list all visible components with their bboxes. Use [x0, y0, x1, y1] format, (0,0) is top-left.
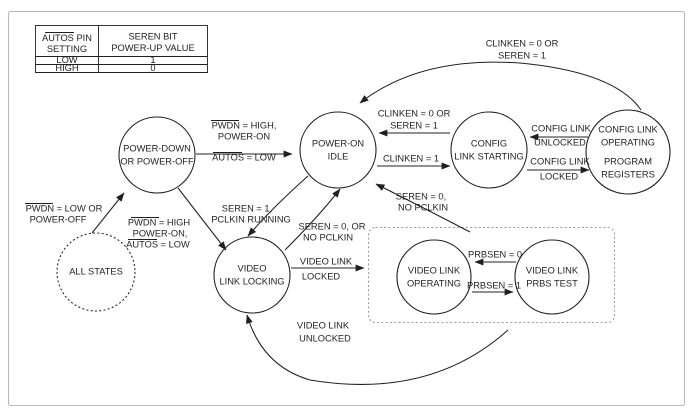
label-seren-pclkin-running: SEREN = 1, PCLKIN RUNNING — [211, 203, 291, 224]
label-clinken-top-line2: SEREN = 1 — [498, 50, 546, 60]
label-seren0-line2: NO PCLKIN — [398, 202, 448, 212]
node-all-states-label: ALL STATES — [69, 266, 123, 276]
label-config-link-unlocked: CONFIG LINK UNLOCKED — [531, 123, 591, 147]
label-clinken-mid: CLINKEN = 0 OR SEREN = 1 — [378, 108, 451, 130]
table-row-0-setting: LOW — [56, 55, 77, 65]
table-header-col2-line1: SEREN BIT — [128, 31, 177, 41]
node-video-link-prbs-line2: PRBS TEST — [526, 278, 578, 288]
node-config-link-operating-line1: CONFIG LINK — [598, 124, 658, 134]
node-video-link-locking-line1: VIDEO — [238, 263, 267, 273]
label-seren1-line1: SEREN = 1, — [222, 203, 272, 213]
node-video-link-operating-line1: VIDEO LINK — [408, 265, 461, 275]
label-pwdn-high-line2: POWER-ON — [218, 131, 270, 141]
node-config-link-starting-line1: CONFIG — [471, 138, 507, 148]
label-video-link-locked: VIDEO LINK LOCKED — [300, 256, 353, 281]
node-video-link-locking-line2: LINK LOCKING — [219, 276, 284, 286]
label-pwdn-low-line1: PWDN = LOW OR — [26, 203, 103, 213]
label-vlu-line1: VIDEO LINK — [297, 320, 350, 330]
label-config-link-locked: CONFIG LINK LOCKED — [530, 156, 590, 181]
node-video-link-prbs-line1: VIDEO LINK — [526, 265, 579, 275]
label-clinken-mid-line1: CLINKEN = 0 OR — [378, 108, 451, 118]
table-row-1-value: 0 — [150, 63, 155, 73]
label-pwdn-high2-line3: AUTOS = LOW — [126, 239, 190, 249]
label-clinken-top: CLINKEN = 0 OR SEREN = 1 — [486, 38, 559, 60]
edge-power-on-idle-to-video-link-locking — [247, 175, 309, 237]
label-pwdn-high2-line1: PWDN = HIGH — [128, 217, 190, 227]
node-config-link-operating-line5: REGISTERS — [601, 169, 655, 179]
label-cll-line1: CONFIG LINK — [530, 156, 590, 166]
label-vll-line1: VIDEO LINK — [300, 256, 353, 266]
table-row-1-setting: HIGH — [55, 63, 78, 73]
table-header-col2-line2: POWER-UP VALUE — [111, 43, 194, 53]
node-video-link-operating[interactable]: VIDEO LINK OPERATING — [396, 239, 472, 315]
label-vlu-line2: UNLOCKED — [299, 333, 351, 343]
node-power-on-idle[interactable]: POWER-ON IDLE — [299, 111, 377, 189]
label-pwdn-high-autos-low: PWDN = HIGH POWER-ON, AUTOS = LOW — [126, 217, 190, 249]
edge-power-down-to-video-link-locking — [177, 187, 227, 251]
node-config-link-starting-line2: LINK STARTING — [454, 151, 523, 161]
label-pwdn-high-line1: PWDN = HIGH, — [212, 120, 277, 130]
label-video-link-unlocked: VIDEO LINK UNLOCKED — [297, 320, 351, 343]
autos-seren-table: AUTOS PIN SETTING SEREN BIT POWER-UP VAL… — [35, 25, 208, 73]
table-header-col1-line1: AUTOS PIN — [42, 33, 92, 43]
label-pwdn-low-line2: POWER-OFF — [30, 214, 87, 224]
node-power-down[interactable]: POWER-DOWN OR POWER-OFF — [118, 116, 196, 194]
label-clu-line1: CONFIG LINK — [531, 123, 591, 133]
label-clinken-mid-line2: SEREN = 1 — [390, 120, 438, 130]
label-prbsen-0: PRBSEN = 0 — [468, 249, 522, 259]
label-prbsen-1: PRBSEN = 1 — [467, 280, 521, 290]
label-vll-line2: LOCKED — [302, 271, 341, 281]
table-header-col1-line2: SETTING — [47, 44, 87, 54]
label-pwdn-high2-line2: POWER-ON, — [133, 228, 188, 238]
node-config-link-starting[interactable]: CONFIG LINK STARTING — [450, 111, 528, 189]
diagram-frame — [7, 10, 686, 407]
edge-all-states-to-power-down — [91, 192, 125, 234]
node-config-link-operating-line4: PROGRAM — [604, 156, 652, 166]
label-seren0-no-pclkin: SEREN = 0, NO PCLKIN — [396, 191, 448, 212]
edge-video-link-to-power-on-idle — [375, 183, 471, 233]
label-pwdn-high-power-on: PWDN = HIGH, POWER-ON AUTOS = LOW — [211, 120, 276, 162]
label-seren0-line1: SEREN = 0, — [396, 191, 446, 201]
node-power-on-idle-line2: IDLE — [328, 151, 349, 161]
label-clinken-1: CLINKEN = 1 — [383, 153, 439, 163]
edge-video-link-locking-to-power-on-idle — [284, 188, 341, 251]
table-row-0-value: 1 — [150, 55, 155, 65]
label-seren0or-line2: NO PCLKIN — [303, 232, 353, 242]
node-video-link-operating-line2: OPERATING — [407, 278, 461, 288]
label-pwdn-low-power-off: PWDN = LOW OR POWER-OFF — [25, 203, 103, 224]
label-seren0or-line1: SEREN = 0, OR — [299, 221, 366, 231]
node-config-link-operating-line2: OPERATING — [601, 137, 655, 147]
label-clu-line2: UNLOCKED — [534, 137, 586, 147]
edge-config-link-operating-to-power-on-idle — [359, 61, 642, 111]
node-power-on-idle-line1: POWER-ON — [312, 138, 364, 148]
label-clinken-top-line1: CLINKEN = 0 OR — [486, 38, 559, 48]
label-pwdn-high-line3: AUTOS = LOW — [212, 152, 276, 162]
node-power-down-line2: OR POWER-OFF — [120, 156, 194, 166]
node-config-link-operating[interactable]: CONFIG LINK OPERATING PROGRAM REGISTERS — [585, 109, 671, 195]
label-seren0-or-no-pclkin: SEREN = 0, OR NO PCLKIN — [299, 221, 366, 242]
node-all-states[interactable]: ALL STATES — [56, 232, 136, 312]
edge-video-link-unlocked-return — [246, 314, 509, 385]
node-video-link-prbs-test[interactable]: VIDEO LINK PRBS TEST — [514, 239, 590, 315]
label-cll-line2: LOCKED — [540, 171, 579, 181]
node-power-down-line1: POWER-DOWN — [123, 143, 191, 153]
node-video-link-locking[interactable]: VIDEO LINK LOCKING — [213, 236, 291, 314]
label-seren1-line2: PCLKIN RUNNING — [211, 214, 291, 224]
